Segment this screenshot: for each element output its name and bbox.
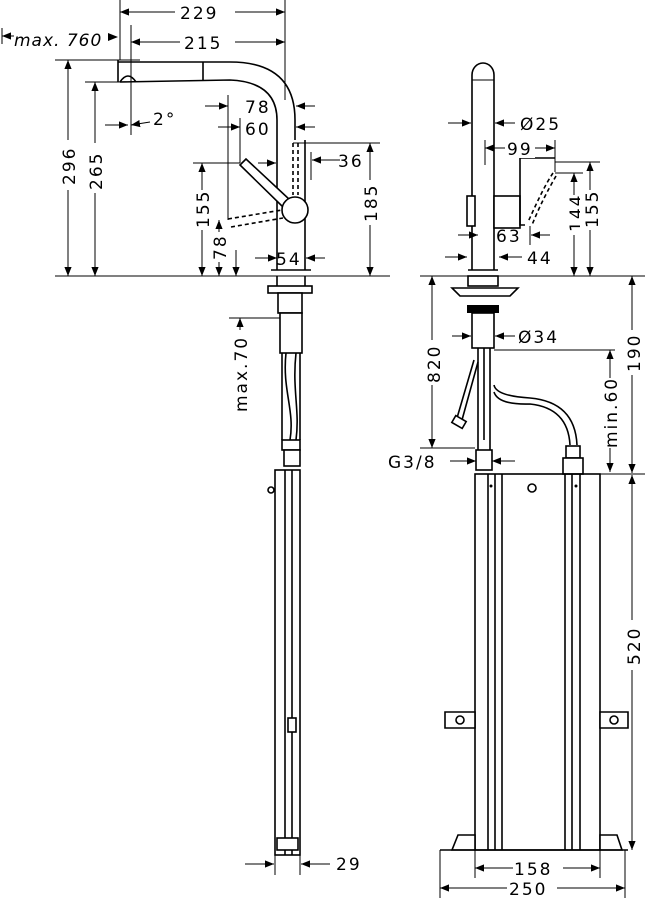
hose-box-front [474,473,601,851]
dim-36-label: 36 [338,152,364,172]
dia-25-label: Ø25 [520,115,561,135]
wall-bracket-left [444,711,476,729]
spray-head [119,75,137,83]
spout-bottom-edge [119,79,278,170]
shank-front [471,312,495,349]
spout-column [471,62,495,270]
dim-250-label: 250 [509,880,547,900]
dia-34-label: Ø34 [518,328,559,348]
dim-158-label: 158 [514,860,552,880]
mounting-plate-front [450,287,520,297]
front-view: Ø25 99 144 155 63 44 Ø34 [388,62,645,900]
dim-78-top-label: 78 [245,98,271,118]
dim-63-label: 63 [496,227,522,247]
hose-box-side [274,469,301,856]
angle-2-label: 2° [153,110,176,130]
lever-hub [281,196,309,224]
min-60-label: min.60 [602,377,622,448]
dim-78-low-label: 78 [211,234,231,260]
handle-lever [519,157,555,226]
dim-99-label: 99 [507,140,533,160]
dim-265-label: 265 [87,152,107,190]
dim-29-label: 29 [336,855,362,875]
g38-label: G3/8 [388,453,437,473]
handle-block [493,195,521,229]
dim-820-label: 820 [425,345,445,383]
dim-296-label: 296 [60,147,80,185]
dim-520-label: 520 [625,627,645,665]
dim-54-label: 54 [276,250,302,270]
dim-190-label: 190 [625,334,645,372]
dim-215-label: 215 [184,34,222,54]
side-view: 229 215 max. 760 2° 78 60 [1,0,390,875]
spout-top-edge [118,61,296,140]
dim-185-label: 185 [362,184,382,222]
lever-handle [238,157,292,210]
max-70-label: max.70 [232,336,252,412]
max-760-label: max. 760 [14,31,102,51]
dim-155-label: 155 [194,190,214,228]
dim-44-label: 44 [527,249,553,269]
mounting-plate [267,285,313,294]
wall-bracket-right [599,711,629,729]
dim-155-front-label: 155 [583,190,603,228]
dim-229-label: 229 [180,4,218,24]
shank [279,312,303,354]
dim-60-label: 60 [245,120,271,140]
